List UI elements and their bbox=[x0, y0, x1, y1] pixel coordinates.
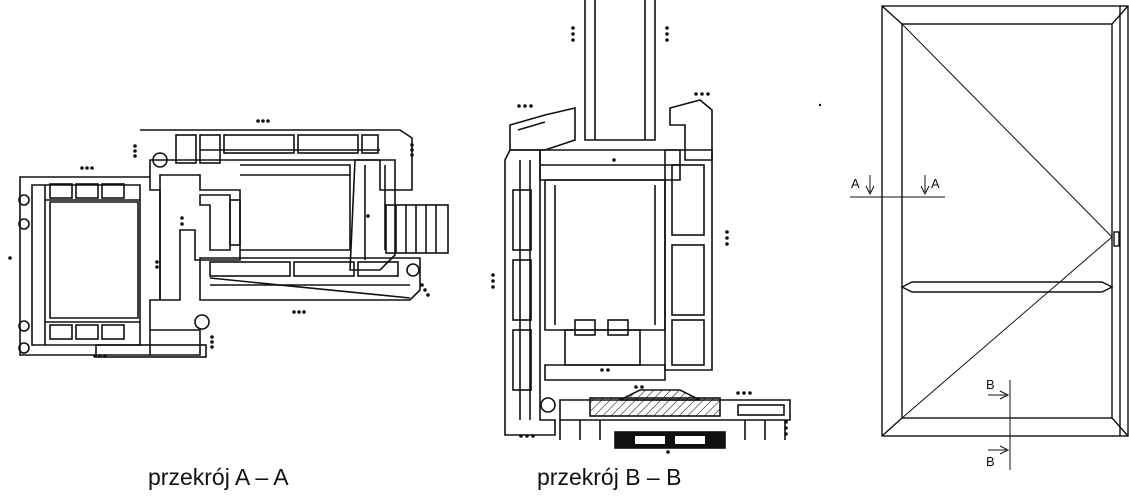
caption-section-a: przekrój A – A bbox=[148, 464, 289, 490]
marker-a-right: A bbox=[931, 176, 940, 191]
door-handle bbox=[1113, 231, 1120, 247]
a-top-frame bbox=[140, 129, 413, 191]
door-inner-frame bbox=[901, 23, 1113, 419]
caption-section-b: przekrój B – B bbox=[537, 464, 682, 490]
section-a-drawing bbox=[8, 119, 449, 358]
b-black-base bbox=[614, 431, 726, 449]
marker-b-bottom: B bbox=[986, 454, 995, 469]
b-left-frame bbox=[504, 149, 556, 436]
door-outer-frame bbox=[881, 5, 1129, 437]
door-opening-line-top bbox=[901, 23, 1113, 238]
a-bottom-frame bbox=[199, 257, 421, 301]
b-glazing bbox=[584, 0, 656, 141]
a-right-frame bbox=[349, 159, 396, 271]
section-b-drawing bbox=[491, 0, 822, 454]
a-glazing bbox=[385, 204, 449, 254]
door-transom bbox=[900, 281, 1114, 293]
a-left-frame bbox=[19, 176, 161, 356]
door-opening-line-bottom bbox=[901, 236, 1113, 419]
a-sash bbox=[159, 174, 241, 301]
b-right-frame bbox=[664, 149, 713, 371]
marker-b-top: B bbox=[986, 377, 995, 392]
door-elevation bbox=[850, 5, 1129, 470]
marker-a-left: A bbox=[851, 176, 860, 191]
